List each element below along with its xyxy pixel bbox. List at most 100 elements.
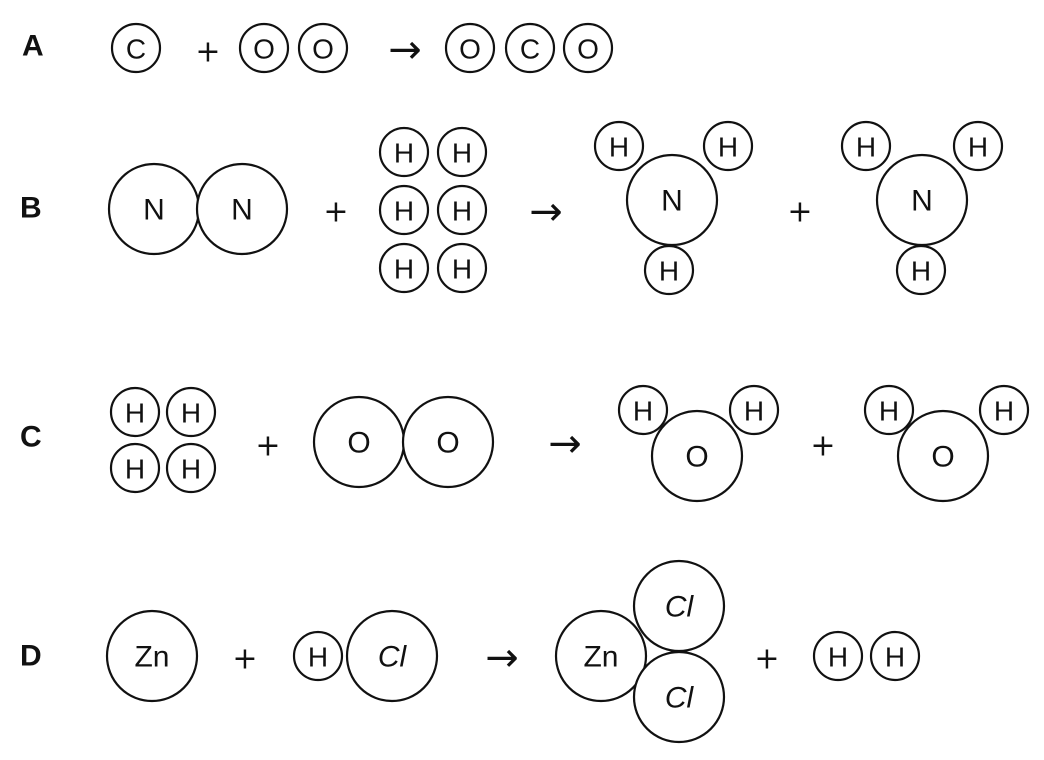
atom-symbol: O <box>347 427 370 460</box>
atom-symbol: C <box>520 34 540 65</box>
atom-symbol: Zn <box>134 641 169 674</box>
atom-circle <box>728 384 780 436</box>
atom-h: H <box>378 184 430 236</box>
atom-circle <box>165 442 217 494</box>
atom-circle <box>436 184 488 236</box>
atom-symbol: H <box>885 642 905 673</box>
atom-n: N <box>195 162 289 256</box>
plus-sign: + <box>255 429 280 464</box>
atom-circle <box>896 409 990 503</box>
atom-symbol: H <box>125 398 145 429</box>
plus-sign: + <box>323 195 348 230</box>
atom-symbol: H <box>828 642 848 673</box>
molecule: C <box>110 22 162 74</box>
atom-symbol: O <box>253 34 275 65</box>
atom-h: H <box>840 120 892 172</box>
atom-symbol: O <box>312 34 334 65</box>
atom-n: N <box>107 162 201 256</box>
atom-h: H <box>109 442 161 494</box>
atom-h: H <box>617 384 669 436</box>
atom-h: H <box>593 120 645 172</box>
atom-cl: Cl <box>345 609 439 703</box>
atom-h: H <box>436 184 488 236</box>
atom-circle <box>702 120 754 172</box>
atom-h: H <box>869 630 921 682</box>
reaction-label: B <box>20 192 42 225</box>
atom-cl: Cl <box>632 650 726 744</box>
atom-symbol: H <box>911 256 931 287</box>
atom-circle <box>812 630 864 682</box>
atom-symbol: H <box>308 642 328 673</box>
atom-circle <box>238 22 290 74</box>
atom-o: O <box>562 22 614 74</box>
atom-symbol: H <box>718 132 738 163</box>
atom-symbol: H <box>394 254 414 285</box>
atom-symbol: H <box>394 138 414 169</box>
atom-h: H <box>165 442 217 494</box>
atom-symbol: H <box>744 396 764 427</box>
atom-h: H <box>436 242 488 294</box>
atom-circle <box>109 442 161 494</box>
atom-circle <box>436 242 488 294</box>
atom-symbol: O <box>685 441 708 474</box>
atom-h: H <box>378 242 430 294</box>
atom-zn: Zn <box>554 609 648 703</box>
plus-sign: + <box>195 35 220 70</box>
atom-symbol: H <box>609 132 629 163</box>
plus-sign: + <box>810 429 835 464</box>
atom-h: H <box>702 120 754 172</box>
atom-cl: Cl <box>632 559 726 653</box>
atom-circle <box>617 384 669 436</box>
atom-symbol: Cl <box>378 641 408 674</box>
atom-symbol: Cl <box>665 591 695 624</box>
atom-circle <box>345 609 439 703</box>
atom-circle <box>378 184 430 236</box>
atom-symbol: H <box>181 398 201 429</box>
reaction-arrow: → <box>485 635 519 681</box>
atom-circle <box>643 244 695 296</box>
atom-c: C <box>110 22 162 74</box>
atom-symbol: H <box>633 396 653 427</box>
atom-h: H <box>812 630 864 682</box>
atom-zn: Zn <box>105 609 199 703</box>
plus-sign: + <box>787 195 812 230</box>
atom-symbol: H <box>452 254 472 285</box>
atom-h: H <box>109 386 161 438</box>
reaction-label: D <box>20 640 42 673</box>
atom-h: H <box>978 384 1030 436</box>
atom-circle <box>504 22 556 74</box>
atom-o: O <box>650 409 744 503</box>
atom-circle <box>978 384 1030 436</box>
atom-circle <box>444 22 496 74</box>
atom-circle <box>632 650 726 744</box>
atom-h: H <box>952 120 1004 172</box>
atom-symbol: H <box>181 454 201 485</box>
atom-symbol: H <box>994 396 1014 427</box>
atom-o: O <box>896 409 990 503</box>
atom-h: H <box>436 126 488 178</box>
atom-circle <box>378 242 430 294</box>
atom-h: H <box>863 384 915 436</box>
atom-symbol: O <box>577 34 599 65</box>
atom-circle <box>562 22 614 74</box>
atom-o: O <box>238 22 290 74</box>
atom-circle <box>436 126 488 178</box>
atom-symbol: H <box>125 454 145 485</box>
atom-symbol: H <box>452 196 472 227</box>
atom-symbol: N <box>661 185 683 218</box>
atom-n: N <box>625 153 719 247</box>
atom-symbol: H <box>968 132 988 163</box>
atom-symbol: H <box>879 396 899 427</box>
atom-circle <box>378 126 430 178</box>
atom-symbol: O <box>459 34 481 65</box>
atom-circle <box>105 609 199 703</box>
